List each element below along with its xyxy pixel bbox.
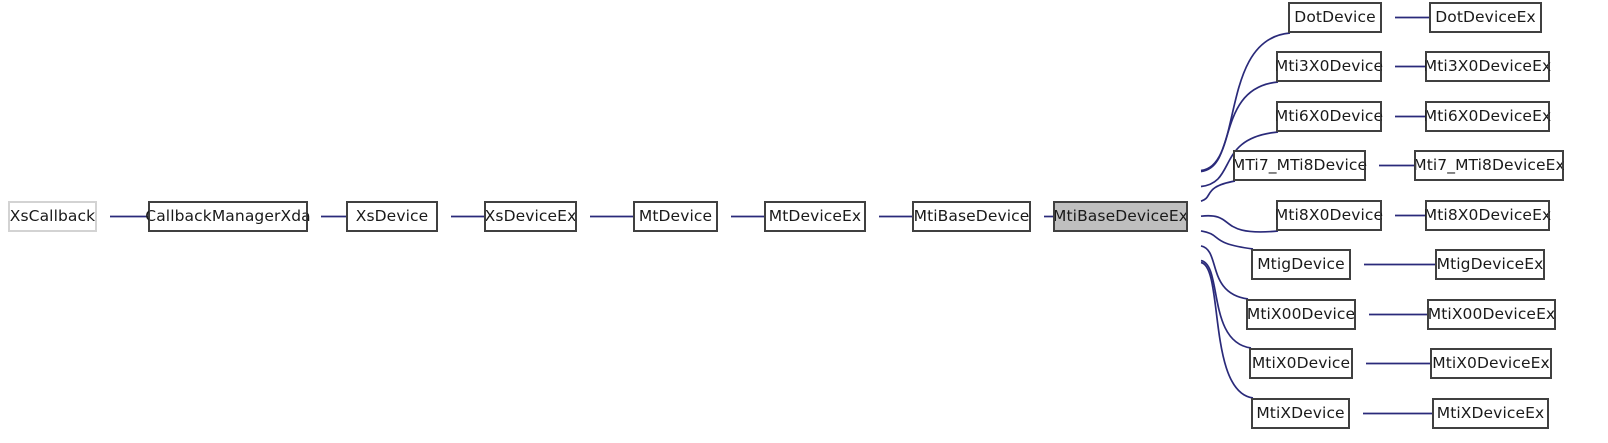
class-node-xscallback[interactable]: XsCallback (8, 201, 97, 232)
node-label: Mti6X0DeviceEx (1423, 106, 1552, 125)
class-node-dotdevice[interactable]: DotDevice (1288, 2, 1382, 33)
edge-MtigDevice-to-MtiBaseDeviceEx (1200, 230, 1254, 250)
node-label: XsCallback (9, 206, 96, 225)
node-label: MtiX0Device (1251, 353, 1351, 372)
node-label: MTi7_MTi8Device (1231, 155, 1368, 174)
class-node-mtibasedeviceex[interactable]: MtiBaseDeviceEx (1053, 201, 1188, 232)
class-node-xsdevice[interactable]: XsDevice (346, 201, 438, 232)
node-label: Mti6X0Device (1274, 106, 1384, 125)
node-label: MtiBaseDeviceEx (1053, 206, 1188, 225)
node-label: Mti3X0Device (1274, 56, 1384, 75)
node-label: MtDevice (638, 206, 713, 225)
node-label: MtigDevice (1257, 254, 1345, 273)
node-label: Mti8X0Device (1274, 205, 1384, 224)
node-label: MtiX00Device (1246, 304, 1356, 323)
class-node-mtigdevice[interactable]: MtigDevice (1251, 249, 1351, 280)
class-node-mtixdevice[interactable]: MtiXDevice (1251, 398, 1350, 429)
class-node-mtibasedevice[interactable]: MtiBaseDevice (912, 201, 1031, 232)
class-node-callbackmanagerxda[interactable]: CallbackManagerXda (145, 201, 311, 232)
node-label: MtDeviceEx (768, 206, 862, 225)
class-node-mtix00deviceex[interactable]: MtiX00DeviceEx (1427, 299, 1556, 330)
node-label: MtiXDeviceEx (1436, 403, 1545, 422)
class-node-mti7_mti8deviceex[interactable]: Mti7_MTi8DeviceEx (1413, 150, 1565, 181)
class-node-mtix00device[interactable]: MtiX00Device (1246, 299, 1356, 330)
node-label: MtiXDevice (1256, 403, 1345, 422)
edge-MTi7_MTi8Device-to-MtiBaseDeviceEx (1200, 180, 1236, 203)
node-label: MtiX00DeviceEx (1427, 304, 1556, 323)
node-label: MtiBaseDevice (913, 206, 1030, 225)
class-node-mtigdeviceex[interactable]: MtigDeviceEx (1435, 249, 1545, 280)
class-node-mti3x0device[interactable]: Mti3X0Device (1275, 51, 1383, 82)
class-node-mti8x0device[interactable]: Mti8X0Device (1275, 200, 1383, 231)
node-label: MtigDeviceEx (1436, 254, 1544, 273)
edge-MtiX00Device-to-MtiBaseDeviceEx (1200, 245, 1249, 300)
node-label: CallbackManagerXda (145, 206, 311, 225)
node-label: XsDeviceEx (484, 206, 577, 225)
node-label: DotDeviceEx (1435, 7, 1536, 26)
class-node-dotdeviceex[interactable]: DotDeviceEx (1429, 2, 1542, 33)
class-node-mti6x0deviceex[interactable]: Mti6X0DeviceEx (1424, 101, 1551, 132)
node-label: DotDevice (1294, 7, 1376, 26)
node-label: XsDevice (355, 206, 429, 225)
node-label: MtiX0DeviceEx (1432, 353, 1550, 372)
class-node-mtixdeviceex[interactable]: MtiXDeviceEx (1432, 398, 1549, 429)
edge-MtiX0Device-to-MtiBaseDeviceEx (1200, 259, 1252, 349)
class-node-mtix0device[interactable]: MtiX0Device (1249, 348, 1353, 379)
edge-MtiXDevice-to-MtiBaseDeviceEx (1200, 261, 1254, 399)
node-label: Mti7_MTi8DeviceEx (1413, 155, 1565, 174)
class-node-xsdeviceex[interactable]: XsDeviceEx (484, 201, 577, 232)
class-node-mtdeviceex[interactable]: MtDeviceEx (764, 201, 866, 232)
node-label: Mti3X0DeviceEx (1423, 56, 1552, 75)
node-label: Mti8X0DeviceEx (1423, 205, 1552, 224)
class-node-mti3x0deviceex[interactable]: Mti3X0DeviceEx (1424, 51, 1551, 82)
class-node-mti7_mti8device[interactable]: MTi7_MTi8Device (1232, 150, 1367, 181)
class-node-mti8x0deviceex[interactable]: Mti8X0DeviceEx (1424, 200, 1551, 231)
class-node-mti6x0device[interactable]: Mti6X0Device (1275, 101, 1383, 132)
class-node-mtdevice[interactable]: MtDevice (633, 201, 718, 232)
class-node-mtix0deviceex[interactable]: MtiX0DeviceEx (1430, 348, 1552, 379)
